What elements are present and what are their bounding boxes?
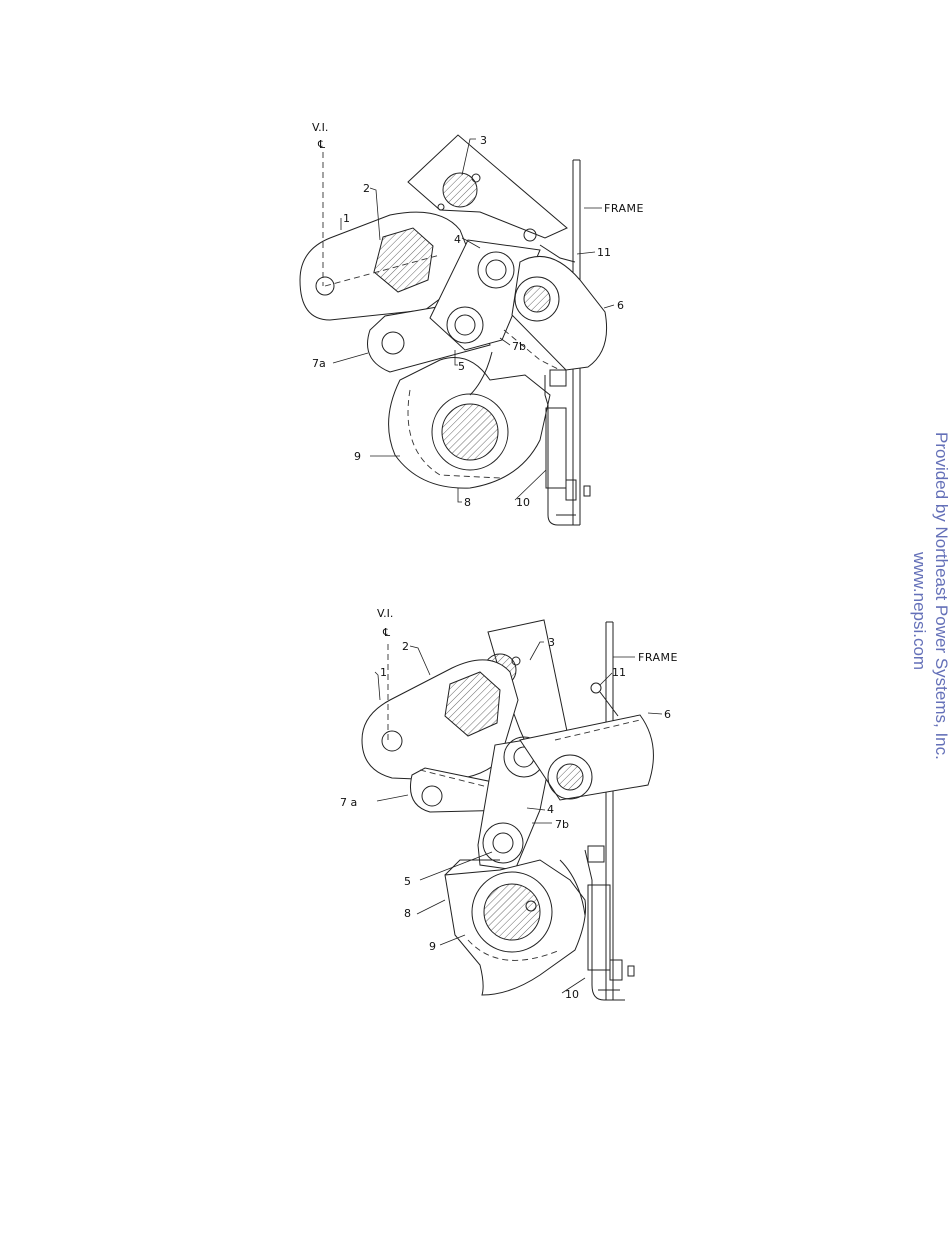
callout-2-top: 2 — [363, 182, 370, 195]
centerline-symbol-top: ℄ — [317, 138, 325, 151]
callout-3-top: 3 — [480, 134, 487, 147]
callout-9-top: 9 — [354, 450, 361, 463]
callout-4-top: 4 — [454, 233, 461, 246]
vi-label-top: V.I. — [312, 121, 328, 134]
bottom-view: V.I. ℄ 1 2 3 FRAME 11 6 7 a 4 7b 5 8 9 1… — [340, 607, 678, 1001]
callout-6-top: 6 — [617, 299, 624, 312]
callout-10-bottom: 10 — [565, 988, 579, 1001]
vi-label-bottom: V.I. — [377, 607, 393, 620]
part-11-bottom — [591, 683, 618, 716]
frame-label-bottom: FRAME — [638, 651, 678, 664]
part-10-top — [545, 370, 590, 525]
callout-1-top: 1 — [343, 212, 350, 225]
callout-2-bottom: 2 — [402, 640, 409, 653]
callout-9-bottom: 9 — [429, 940, 436, 953]
callout-7b-top: 7b — [512, 340, 526, 353]
watermark-provider-text: Provided by Northeast Power Systems, Inc… — [931, 432, 950, 792]
callout-4-bottom: 4 — [547, 803, 554, 816]
callout-11-bottom: 11 — [612, 666, 626, 679]
watermark-url-text: www.nepsi.com — [909, 552, 929, 912]
callout-1-bottom: 1 — [380, 666, 387, 679]
callout-7b-bottom: 7b — [555, 818, 569, 831]
callout-7a-bottom: 7 a — [340, 796, 357, 809]
callout-10-top: 10 — [516, 496, 530, 509]
part-10-bottom — [585, 846, 634, 1000]
part-9-bottom — [445, 860, 586, 995]
callout-6-bottom: 6 — [664, 708, 671, 721]
callout-8-top: 8 — [464, 496, 471, 509]
callout-5-bottom: 5 — [404, 875, 411, 888]
callout-11-top: 11 — [597, 246, 611, 259]
callout-3-bottom: 3 — [548, 636, 555, 649]
part-9-top — [389, 352, 550, 488]
callout-7a-top: 7a — [312, 357, 326, 370]
callout-5-top: 5 — [458, 360, 465, 373]
frame-label-top: FRAME — [604, 202, 644, 215]
top-view: V.I. ℄ 1 2 3 4 FRAME 11 6 7a 7b 5 9 8 10 — [300, 121, 644, 525]
centerline-symbol-bottom: ℄ — [382, 626, 390, 639]
provider-watermark: Provided by Northeast Power Systems, Inc… — [905, 432, 950, 792]
callout-8-bottom: 8 — [404, 907, 411, 920]
